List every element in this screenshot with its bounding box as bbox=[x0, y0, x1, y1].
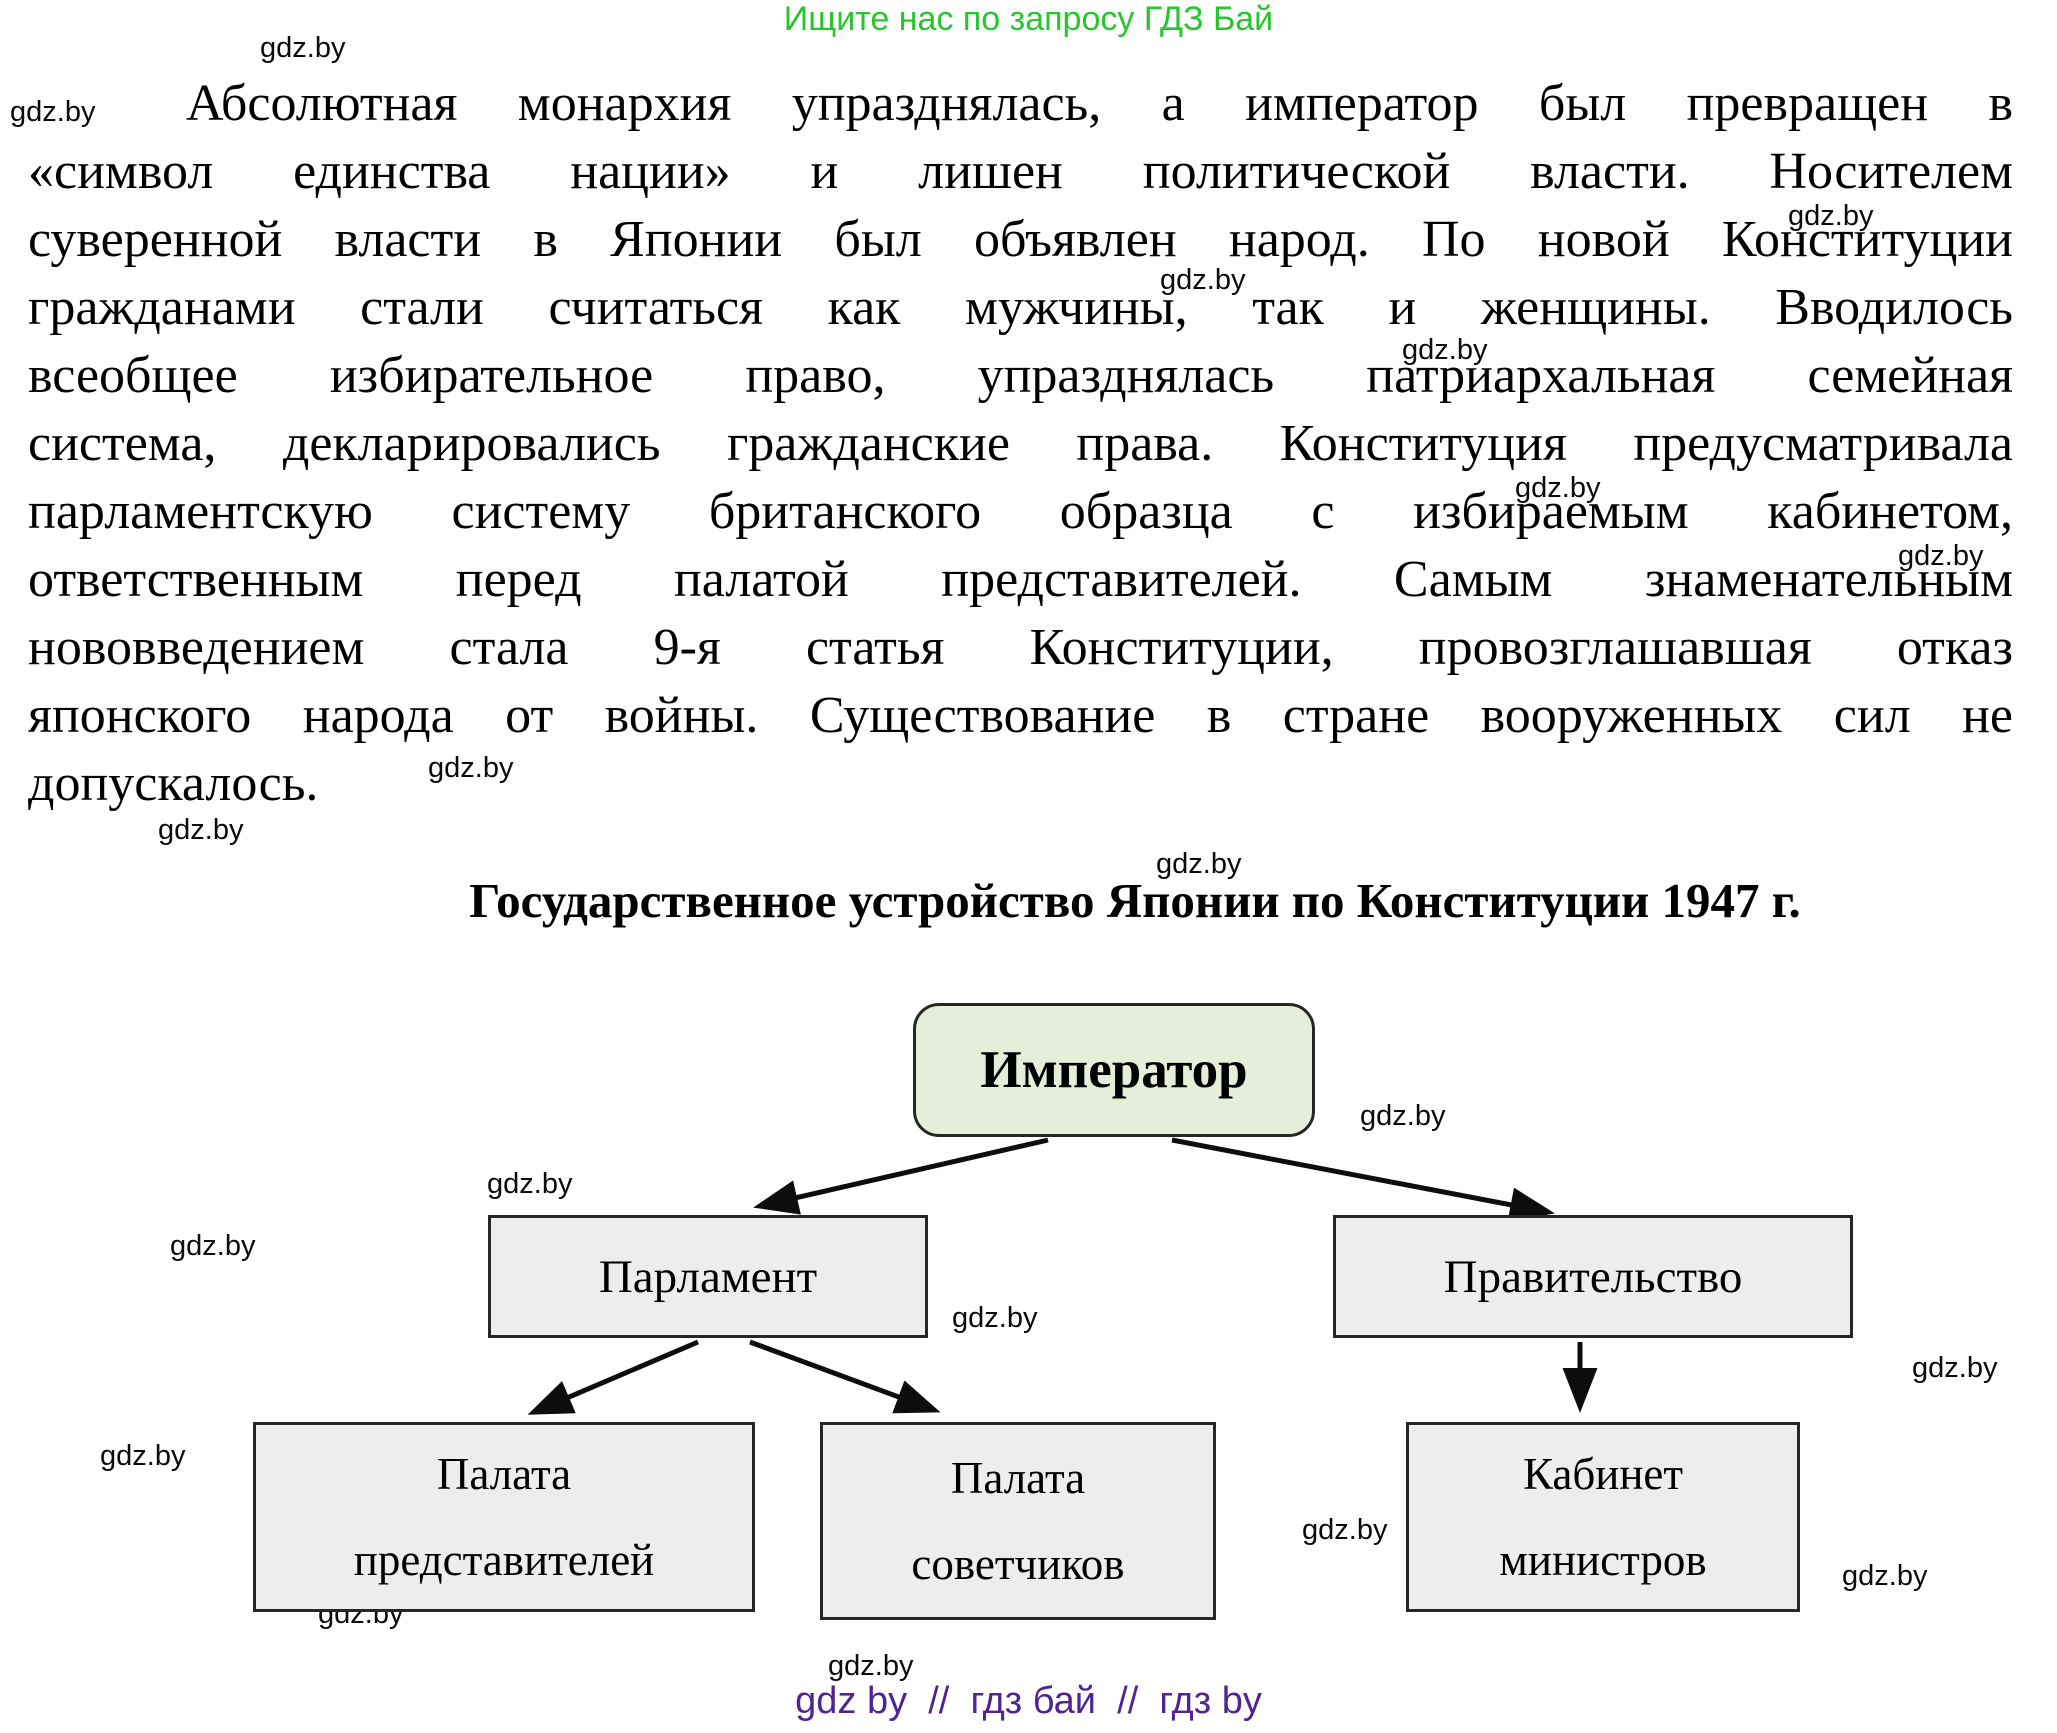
watermark: gdz.by bbox=[1912, 1352, 1998, 1384]
watermark: gdz.by bbox=[428, 752, 514, 784]
node-label-line: представителей bbox=[353, 1535, 655, 1585]
node-label: Император bbox=[980, 1041, 1248, 1099]
watermark: gdz.by bbox=[100, 1440, 186, 1472]
watermark: gdz.by bbox=[1360, 1100, 1446, 1132]
paragraph-line: парламентскую систему британского образц… bbox=[28, 483, 2013, 540]
watermark: gdz.by bbox=[260, 32, 346, 64]
node-label-line: советчиков bbox=[911, 1539, 1125, 1589]
arrow-parliament-to-house-representatives bbox=[527, 1339, 699, 1415]
watermark: gdz.by bbox=[1898, 540, 1984, 572]
watermark: gdz.by bbox=[828, 1650, 914, 1682]
diagram-node-parliament: Парламент bbox=[488, 1215, 928, 1338]
node-label: Правительство bbox=[1443, 1250, 1743, 1303]
paragraph-line: Абсолютная монархия упразднялась, а импе… bbox=[186, 75, 2013, 132]
paragraph-line: японского народа от войны. Существование… bbox=[28, 687, 2013, 744]
diagram-node-cabinet: Кабинет министров bbox=[1406, 1422, 1800, 1612]
watermark: gdz.by bbox=[952, 1302, 1038, 1334]
paragraph-line: суверенной власти в Японии был объявлен … bbox=[28, 211, 2013, 268]
watermark: gdz.by bbox=[1402, 334, 1488, 366]
paragraph-line: допускалось. bbox=[28, 755, 319, 812]
paragraph-line: система, декларировались гражданские пра… bbox=[28, 415, 2013, 472]
node-label: Парламент bbox=[598, 1250, 818, 1303]
arrow-emperor-to-parliament bbox=[753, 1137, 1049, 1215]
diagram-node-government: Правительство bbox=[1333, 1215, 1853, 1338]
paragraph-line: всеобщее избирательное право, упраздняла… bbox=[28, 347, 2013, 404]
arrow-parliament-to-house-councillors bbox=[749, 1339, 941, 1414]
watermark: gdz.by bbox=[10, 96, 96, 128]
watermark: gdz.by bbox=[1842, 1560, 1928, 1592]
diagram-node-house-representatives: Палата представителей bbox=[253, 1422, 755, 1612]
watermark: gdz.by bbox=[158, 814, 244, 846]
watermark: gdz.by bbox=[170, 1230, 256, 1262]
paragraph: Абсолютная монархия упразднялась, а импе… bbox=[28, 70, 2013, 818]
watermark: gdz.by bbox=[1788, 200, 1874, 232]
arrow-emperor-to-government bbox=[1171, 1137, 1555, 1223]
node-label-line: Кабинет bbox=[1522, 1449, 1684, 1499]
watermark: gdz.by bbox=[1160, 264, 1246, 296]
watermark: gdz.by bbox=[487, 1168, 573, 1200]
paragraph-line: гражданами стали считаться как мужчины, … bbox=[28, 279, 2013, 336]
watermark: gdz.by bbox=[1302, 1514, 1388, 1546]
watermark: gdz.by bbox=[1156, 848, 1242, 880]
diagram-node-emperor: Император bbox=[913, 1003, 1315, 1137]
footer-search-queries: gdz by // гдз бай // гдз by bbox=[795, 1680, 1262, 1722]
node-label-line: Палата bbox=[950, 1453, 1086, 1503]
diagram-title: Государственное устройство Японии по Кон… bbox=[469, 873, 1801, 928]
watermark: gdz.by bbox=[1515, 472, 1601, 504]
diagram-node-house-councillors: Палата советчиков bbox=[820, 1422, 1216, 1620]
node-label-line: Палата bbox=[436, 1449, 572, 1499]
promo-header-text: Ищите нас по запросу ГДЗ Бай bbox=[783, 0, 1274, 38]
paragraph-line: ответственным перед палатой представител… bbox=[28, 551, 2013, 608]
paragraph-line: нововведением стала 9-я статья Конституц… bbox=[28, 619, 2013, 676]
node-label-line: министров bbox=[1499, 1535, 1707, 1585]
paragraph-line: «символ единства нации» и лишен политиче… bbox=[28, 143, 2013, 200]
